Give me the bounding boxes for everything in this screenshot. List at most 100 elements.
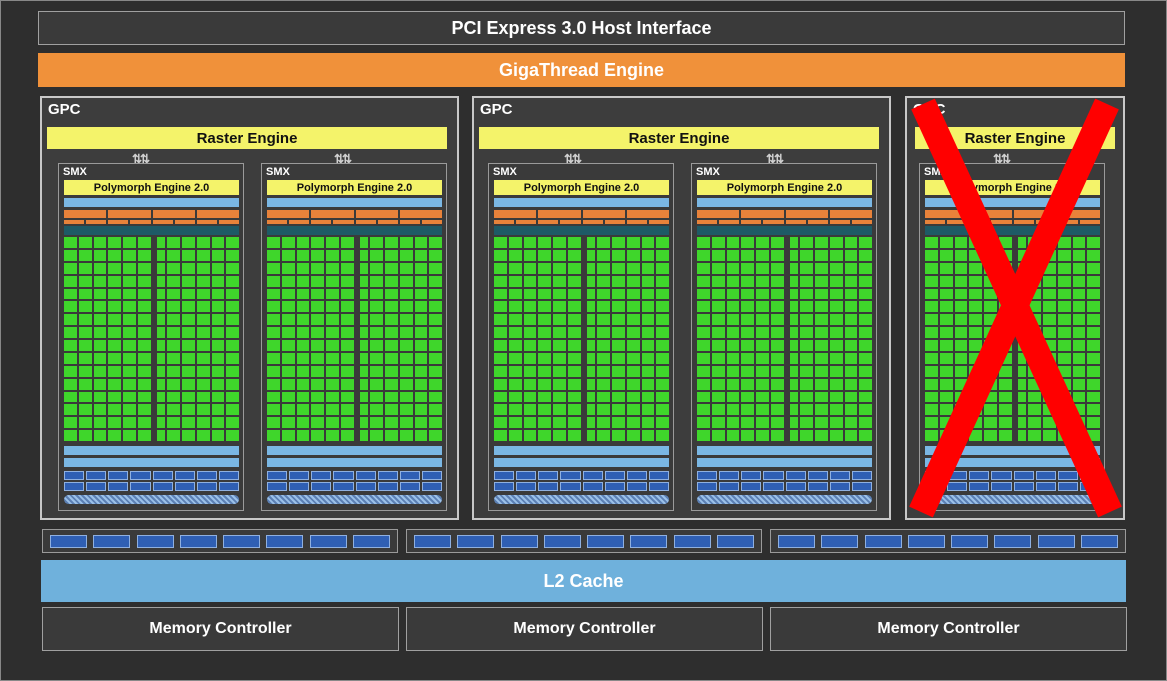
cuda-core [626,288,640,300]
cuda-core [656,288,669,300]
cuda-core [1017,417,1027,429]
cuda-core [829,262,843,274]
cuda-core [494,417,507,429]
cuda-core [137,275,151,287]
cuda-core [1017,237,1027,248]
texture-unit [925,482,946,491]
cuda-core [1043,378,1056,390]
cuda-core [586,288,596,300]
shared-memory [697,458,872,467]
cuda-core [612,404,625,416]
cuda-core [711,391,725,403]
cuda-core [656,237,669,248]
cuda-core [756,275,769,287]
warp-scheduler [267,210,310,218]
cuda-core [969,275,982,287]
cuda-core [1057,327,1071,338]
cuda-core [998,352,1012,364]
cuda-core [789,404,799,416]
cuda-core [815,314,828,326]
texture-unit-row [925,482,1100,491]
texture-unit [311,482,332,491]
texture-unit [538,471,559,480]
cuda-core [697,352,710,364]
cuda-core [726,365,740,377]
cuda-core [156,314,166,326]
cuda-core [1087,430,1100,441]
cuda-core [385,391,398,403]
cuda-core [641,327,655,338]
cuda-core [123,340,136,351]
texture-cache [697,495,872,504]
cuda-core [538,391,551,403]
cuda-core [196,417,210,429]
warp-scheduler [1013,210,1056,218]
cuda-core [998,301,1012,313]
cuda-core [494,288,507,300]
memory-controller: Memory Controller [406,607,763,651]
cuda-core [984,378,997,390]
cuda-core [78,417,92,429]
cuda-core [281,378,295,390]
warp-scheduler [697,210,740,218]
interconnect [267,446,442,455]
cuda-core [815,430,828,441]
dispatch-unit [108,220,129,224]
cuda-core [612,430,625,441]
texture-unit [1013,482,1034,491]
texture-unit [218,482,239,491]
cuda-core [553,391,566,403]
cuda-core [1072,314,1086,326]
cuda-core [815,417,828,429]
cuda-core [538,237,551,248]
cuda-core [553,417,566,429]
cuda-core-grid [267,237,442,441]
texture-unit [582,482,603,491]
cuda-core [326,391,339,403]
cuda-core [311,340,324,351]
cuda-core [196,378,210,390]
cuda-core [925,378,938,390]
cuda-core [523,391,537,403]
dispatch-unit [763,220,784,224]
cuda-core [844,430,858,441]
cuda-core [925,301,938,313]
cuda-core [156,301,166,313]
cuda-core [612,340,625,351]
cuda-core [78,365,92,377]
cuda-core [211,237,225,248]
cuda-core [64,237,77,248]
cuda-core [182,430,195,441]
cuda-core [656,417,669,429]
cuda-core [969,237,982,248]
cuda-core [78,391,92,403]
dispatch-unit [494,220,515,224]
cuda-core [538,378,551,390]
cuda-core [641,314,655,326]
cuda-core [1043,365,1056,377]
cuda-core [340,237,354,248]
cuda-core [998,249,1012,261]
cuda-core [800,314,813,326]
texture-unit [267,482,288,491]
cuda-core [586,352,596,364]
cuda-core [311,262,324,274]
cuda-core [597,327,610,338]
cuda-core [844,391,858,403]
cuda-core [370,378,383,390]
cuda-core [984,237,997,248]
cuda-core [969,249,982,261]
cuda-core [167,352,180,364]
cuda-core [508,262,522,274]
cuda-core [156,288,166,300]
cuda-core [954,430,968,441]
cuda-core [326,417,339,429]
cuda-core [311,430,324,441]
cuda-core [64,417,77,429]
cuda-core [64,301,77,313]
dispatch-unit [377,220,398,224]
texture-unit [218,471,239,480]
cuda-core [939,352,953,364]
cuda-core [726,404,740,416]
cuda-core [844,249,858,261]
